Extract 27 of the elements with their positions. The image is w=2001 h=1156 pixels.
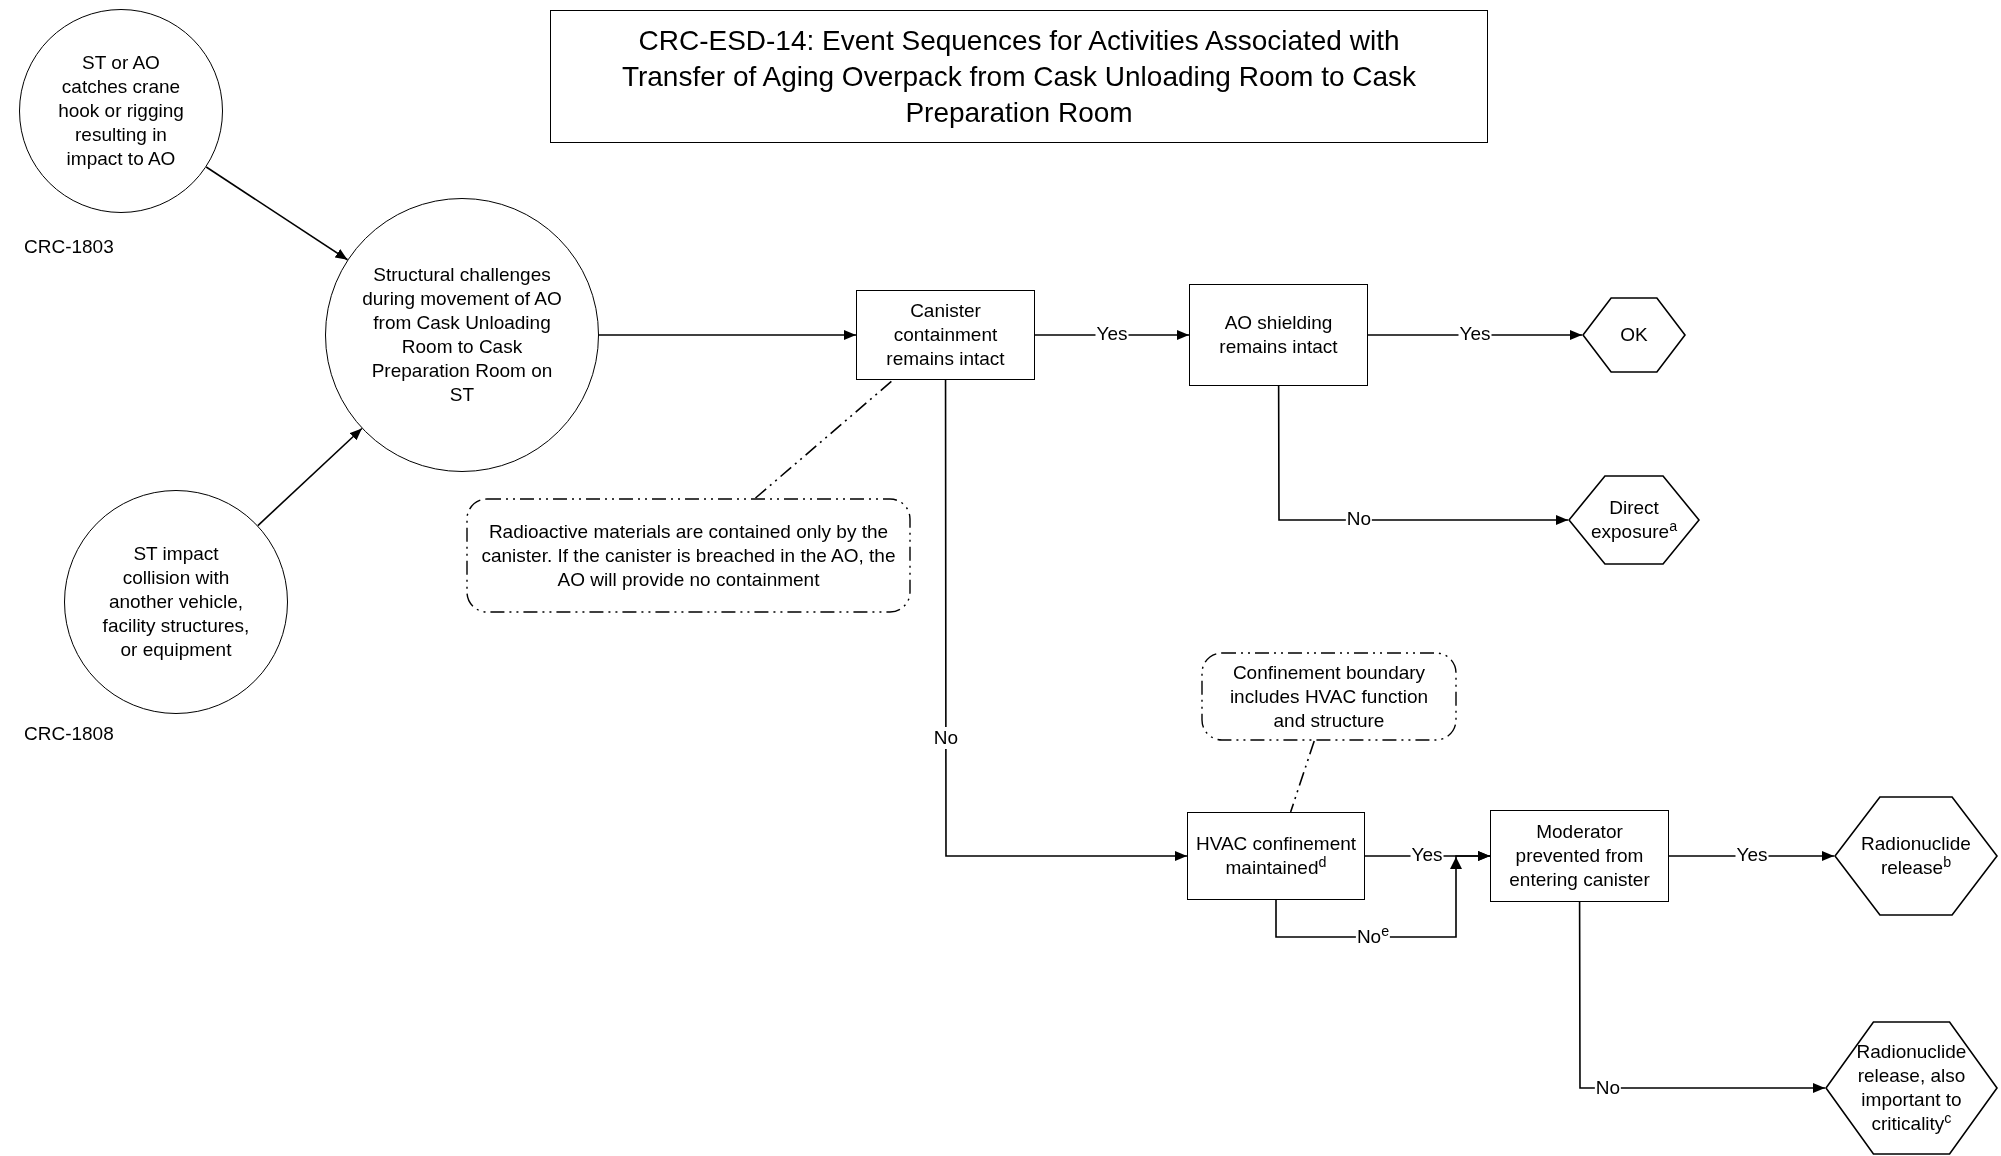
node-text: Canister containment remains intact	[885, 299, 1006, 371]
node-text: Radioactive materials are contained only by the canister. If the canister is breached in the AO, the AO will provide no containment	[480, 519, 897, 592]
decision-box	[1189, 284, 1368, 386]
end-state-hexagon	[1568, 475, 1700, 565]
event-id-label: CRC-1808	[24, 722, 114, 746]
edge-label: No	[932, 727, 960, 749]
node-text: OK	[1620, 323, 1648, 347]
decision-box	[1187, 812, 1365, 900]
node-text: Structural challenges during movement of AO from Cask Unloading Room to Cask Preparation Room on ST	[362, 263, 562, 407]
decision-box	[1490, 810, 1669, 902]
end-state-hexagon	[1825, 1021, 1998, 1155]
node-text: ST or AO catches crane hook or rigging resulting in impact to AO	[57, 51, 185, 171]
node-text: Radionuclide release$^{b}$	[1861, 832, 1971, 880]
decision-box	[856, 290, 1035, 380]
node-text: ST impact collision with another vehicle, facility structures, or equipment	[101, 542, 251, 662]
node-text: HVAC confinement maintained$^{d}$	[1194, 832, 1358, 880]
node-text: AO shielding remains intact	[1218, 311, 1339, 359]
title-box: CRC-ESD-14: Event Sequences for Activities Associated with Transfer of Aging Overpack from Cask Unloading Room to Cask Preparation Room	[550, 10, 1488, 143]
note-box	[466, 498, 911, 613]
note-box	[1201, 652, 1457, 741]
node-text: Radionuclide release, also important to criticality$^{c}$	[1855, 1040, 1968, 1136]
end-state-hexagon	[1582, 297, 1686, 373]
node-text: Moderator prevented from entering canister	[1508, 820, 1651, 892]
node-text: Direct exposure$^{a}$	[1590, 496, 1678, 544]
event-id-label: CRC-1803	[24, 235, 114, 259]
end-state-hexagon	[1834, 796, 1998, 916]
node-text: Confinement boundary includes HVAC function and structure	[1228, 660, 1430, 733]
